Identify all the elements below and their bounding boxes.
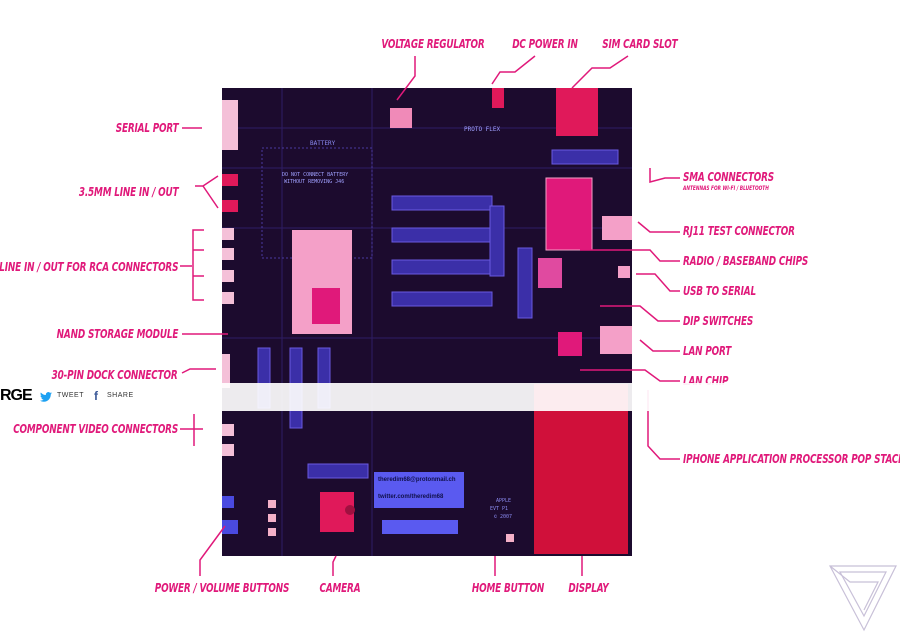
label-dock-connector: 30-Pin Dock Connector [52, 368, 178, 382]
label-sma-connectors: SMA Connectors [683, 170, 774, 184]
line-dc-power [491, 55, 536, 85]
board-proto-flex-text: PROTO FLEX [464, 126, 501, 133]
board-apple-text-3: © 2007 [494, 514, 513, 520]
label-dc-power-in: DC Power In [512, 37, 578, 51]
label-sma-sub: Antennas for Wi-Fi / Bluetooth [683, 185, 769, 192]
label-rj11: RJ11 Test Connector [683, 224, 795, 238]
line-sim [571, 55, 629, 89]
label-sim-card-slot: SIM Card Slot [602, 37, 678, 51]
brand-logo[interactable]: RGE [0, 387, 33, 404]
line-camera [332, 555, 337, 576]
label-dip-switches: DIP Switches [683, 314, 754, 328]
line-usb [636, 273, 680, 292]
label-serial-port: Serial Port [115, 121, 178, 135]
board-warning-text-2: WITHOUT REMOVING J46 [284, 179, 345, 185]
share-bar: RGE TWEET f SHARE [0, 383, 900, 411]
board-battery-text: BATTERY [310, 140, 336, 147]
label-home-button: Home Button [471, 581, 545, 595]
label-usb-serial: USB to Serial [683, 284, 756, 298]
label-camera: Camera [319, 581, 361, 595]
board-apple-text-2: EVT P1 [490, 506, 509, 512]
board-email-text: theredim68@protonmail.ch [378, 477, 456, 483]
line-dock [181, 368, 216, 374]
line-rca-bracket [192, 229, 204, 301]
label-voltage-regulator: Voltage Regulator [381, 37, 485, 51]
line-35mm [195, 175, 219, 187]
label-power-volume: Power / Volume Buttons [154, 581, 290, 595]
label-lan-port: LAN Port [683, 344, 732, 358]
share-label: SHARE [107, 392, 134, 399]
line-lan-port [639, 339, 680, 352]
board-warning-text-1: DO NOT CONNECT BATTERY [282, 172, 349, 178]
tweet-button[interactable]: TWEET [40, 383, 84, 411]
board-apple-text-1: APPLE [496, 498, 512, 504]
facebook-icon: f [94, 389, 98, 403]
share-button[interactable]: f SHARE [92, 383, 136, 411]
verge-triangle-logo [829, 565, 897, 632]
line-rj11 [637, 221, 680, 233]
label-component-video: Component Video Connectors [13, 422, 178, 436]
line-35mm-b [202, 185, 219, 209]
label-35mm-line: 3.5mm Line In / Out [78, 185, 178, 199]
prototype-board: BATTERY DO NOT CONNECT BATTERY WITHOUT R… [222, 88, 632, 556]
board-twitter-text: twitter.com/theredim68 [378, 494, 444, 500]
label-rca-connectors: Line In / Out for RCA Connectors [0, 260, 178, 274]
label-nand-storage: Nand Storage Module [56, 327, 178, 341]
label-processor: iPhone Application Processor PoP Stack [683, 452, 900, 466]
board-graphic [222, 88, 632, 556]
twitter-icon [40, 392, 52, 402]
label-radio-baseband: Radio / Baseband Chips [683, 254, 809, 268]
line-sma [649, 168, 680, 183]
label-display: Display [568, 581, 609, 595]
tweet-label: TWEET [57, 392, 84, 399]
